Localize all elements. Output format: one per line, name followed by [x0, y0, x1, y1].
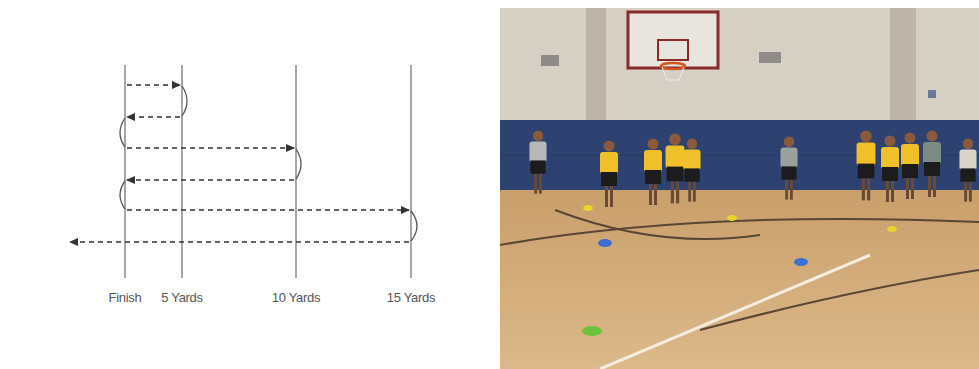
shuttle-diagram	[70, 65, 417, 278]
person	[959, 138, 976, 201]
person	[644, 139, 662, 206]
person	[923, 131, 941, 198]
gym-photo	[500, 8, 979, 369]
person	[857, 131, 876, 201]
person	[600, 141, 618, 208]
axis-label: Finish	[109, 290, 142, 305]
person	[683, 138, 700, 201]
axis-label: 15 Yards	[387, 290, 435, 305]
axis-label: 5 Yards	[161, 290, 203, 305]
person	[881, 136, 899, 203]
person	[529, 130, 546, 193]
person	[666, 134, 685, 204]
person	[780, 136, 797, 199]
axis-label: 10 Yards	[272, 290, 320, 305]
person	[901, 133, 919, 200]
